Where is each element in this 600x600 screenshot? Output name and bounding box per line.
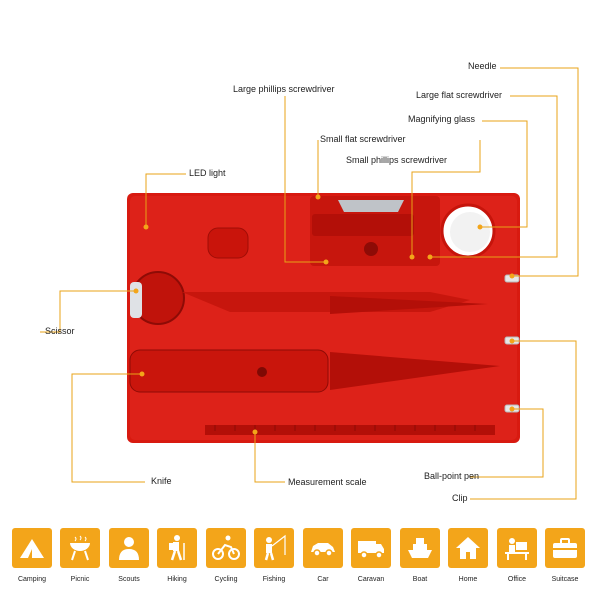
activity-label: Scouts [118, 576, 140, 583]
small-phillips-screwdriver-label: Small phillips screwdriver [346, 155, 448, 165]
activity-label: Cycling [214, 576, 238, 583]
magnify-leader [480, 120, 528, 228]
activity-home: Home [448, 528, 488, 583]
activity-suitcase: Suitcase [545, 528, 585, 583]
activity-label: Suitcase [551, 576, 579, 583]
product-diagram: Needle Large flat screwdriver Magnifying… [40, 61, 579, 503]
activity-label: Home [458, 576, 478, 583]
desk-icon [497, 528, 537, 568]
large-phillips-screwdriver-label: Large phillips screwdriver [233, 84, 335, 94]
tent-icon [12, 528, 52, 568]
grill-icon [60, 528, 100, 568]
knife-blade [330, 352, 500, 390]
scissor-blade [130, 282, 142, 318]
lens-highlight [450, 212, 490, 252]
hiker-icon [157, 528, 197, 568]
small-flat-screwdriver-label: Small flat screwdriver [320, 134, 406, 144]
activity-label: Hiking [167, 576, 187, 583]
scissor-tip [330, 296, 488, 314]
measurement-scale-bar [205, 425, 495, 435]
activity-boat: Boat [400, 528, 440, 583]
scissor-label: Scissor [45, 326, 75, 336]
activity-label: Caravan [357, 576, 385, 583]
knife-leader [71, 373, 145, 483]
large-flat-screwdriver-label: Large flat screwdriver [416, 90, 503, 100]
house-icon [448, 528, 488, 568]
knife-rivet [257, 367, 267, 377]
cyclist-icon [206, 528, 246, 568]
knife-label: Knife [151, 476, 172, 486]
small-phillips-leader [411, 140, 481, 257]
activity-hiking: Hiking [157, 528, 197, 583]
ball-point-pen-label: Ball-point pen [424, 471, 480, 481]
knife-handle [129, 349, 329, 393]
activity-cycling: Cycling [206, 528, 246, 583]
car-icon [303, 528, 343, 568]
magnifying-glass-label: Magnifying glass [408, 114, 476, 124]
activity-label: Boat [412, 576, 428, 583]
activities-row: Camping Picnic Scouts Hiking Cycling Fis… [12, 528, 588, 598]
card-illustration [40, 67, 579, 500]
pen-leader [470, 408, 544, 478]
truck-icon [351, 528, 391, 568]
scout-person-icon [109, 528, 149, 568]
needle-leader [500, 67, 579, 277]
activity-scouts: Scouts [109, 528, 149, 583]
leader-dots [133, 194, 515, 435]
center-hole [364, 242, 378, 256]
measurement-leader [254, 432, 285, 483]
measurement-scale-label: Measurement scale [288, 477, 367, 487]
activity-camping: Camping [12, 528, 52, 583]
clip-leader [470, 340, 577, 500]
clip-label: Clip [452, 493, 468, 503]
activity-picnic: Picnic [60, 528, 100, 583]
activity-label: Picnic [70, 576, 90, 583]
large-flat-leader [430, 95, 558, 258]
fisher-icon [254, 528, 294, 568]
suitcase-icon [545, 528, 585, 568]
activity-label: Car [317, 576, 329, 583]
needle-label: Needle [468, 61, 497, 71]
activity-label: Office [507, 576, 527, 583]
activity-label: Fishing [262, 576, 286, 583]
leader-lines [40, 67, 579, 500]
small-flat-screwdriver-shape [338, 200, 404, 212]
activity-office: Office [497, 528, 537, 583]
activity-fishing: Fishing [254, 528, 294, 583]
activity-caravan: Caravan [351, 528, 391, 583]
led-light-label: LED light [189, 168, 226, 178]
large-phillips-leader [284, 96, 326, 263]
scissor-leader [40, 290, 136, 333]
led-light-button [207, 227, 249, 259]
large-phillips-screwdriver-shape [312, 214, 414, 236]
activity-label: Camping [17, 576, 46, 583]
boat-icon [400, 528, 440, 568]
activity-car: Car [303, 528, 343, 583]
led-leader [145, 173, 186, 227]
